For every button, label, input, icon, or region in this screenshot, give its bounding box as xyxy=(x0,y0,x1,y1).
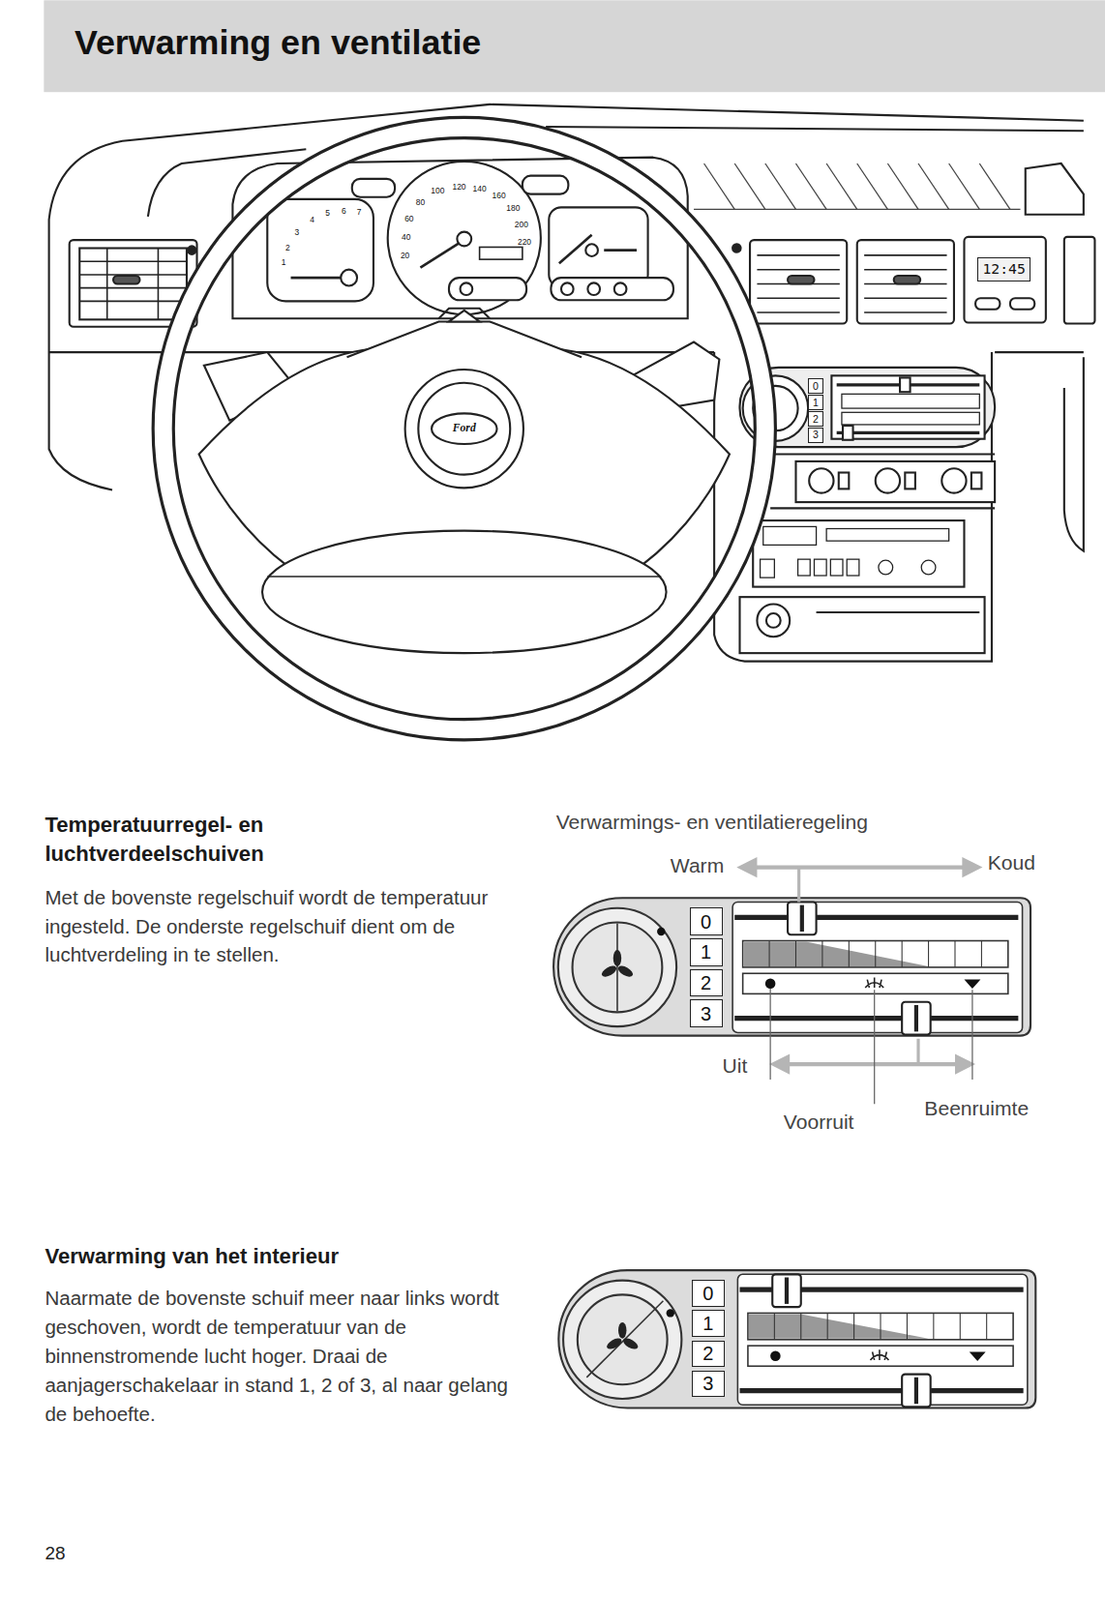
text-label: Uit xyxy=(722,1053,769,1078)
gauge-number: 80 xyxy=(399,197,441,208)
fan-speed-box: 2 xyxy=(691,1341,725,1368)
heater-panel xyxy=(558,1270,1036,1408)
logo-text: Ford xyxy=(444,421,485,436)
fan-speed-number: 0 xyxy=(812,381,819,392)
page-title: Verwarming en ventilatie xyxy=(74,22,481,64)
dashboard xyxy=(49,104,1096,741)
text-label: Verwarmings- en ventilatieregeling xyxy=(556,808,945,836)
text-label: Voorruit xyxy=(783,1109,896,1135)
text-label: Verwarming van het interieur xyxy=(44,1242,525,1272)
text-label: Naarmate de bovenste schuif meer naar li… xyxy=(44,1284,516,1431)
fan-speed-box: 0 xyxy=(689,907,723,935)
text-label: Beenruimte xyxy=(924,1096,1057,1121)
fan-speed-box: 2 xyxy=(689,969,723,997)
gauge-number: 20 xyxy=(385,250,426,261)
gauge-number: 40 xyxy=(386,232,427,242)
fan-speed-number: 2 xyxy=(700,973,712,993)
fan-speed-number: 2 xyxy=(702,1343,714,1364)
gauge-number: 220 xyxy=(504,237,545,247)
fan-speed-number: 2 xyxy=(812,414,819,425)
fan-speed-box: 3 xyxy=(691,1371,725,1398)
text-label: Met de bovenste regelschuif wordt de tem… xyxy=(44,883,522,970)
fan-speed-box: 1 xyxy=(689,938,723,966)
title-band xyxy=(43,0,1105,92)
clock-time: 12:45 xyxy=(982,262,1025,277)
text-label: Temperatuurregel- en luchtverdeelschuive… xyxy=(44,810,382,868)
fan-speed-number: 0 xyxy=(702,1284,714,1304)
fan-speed-box: 1 xyxy=(807,394,824,411)
text-label: Warm xyxy=(670,853,743,878)
gauge-number: 3 xyxy=(276,227,318,238)
text-label: Koud xyxy=(987,850,1060,875)
fan-speed-box: 3 xyxy=(807,427,824,444)
gauge-number: 100 xyxy=(417,185,458,196)
fan-speed-number: 0 xyxy=(700,912,712,932)
text-label: 28 xyxy=(44,1542,106,1565)
fan-speed-number: 3 xyxy=(812,429,819,441)
fan-speed-box: 2 xyxy=(807,411,824,427)
gauge-number: 1 xyxy=(263,257,304,268)
gauge-number: 7 xyxy=(338,207,380,217)
fan-speed-box: 0 xyxy=(691,1280,725,1307)
fan-speed-number: 1 xyxy=(812,397,819,409)
gauge-number: 2 xyxy=(267,242,308,253)
fan-speed-number: 3 xyxy=(700,1004,712,1024)
gauge-number: 200 xyxy=(501,219,542,230)
fan-speed-box: 0 xyxy=(807,378,824,394)
gauge-number: 160 xyxy=(478,190,520,201)
fan-speed-box: 1 xyxy=(691,1310,725,1337)
heater-panel xyxy=(553,897,1031,1036)
fan-speed-box: 3 xyxy=(689,999,723,1027)
clock-display: 12:45 xyxy=(977,257,1031,282)
fan-speed-number: 1 xyxy=(700,942,712,962)
gauge-number: 60 xyxy=(388,213,430,224)
gauge-number: 180 xyxy=(492,203,534,213)
fan-speed-number: 3 xyxy=(702,1373,714,1394)
leader-lines xyxy=(736,857,983,1105)
fan-speed-number: 1 xyxy=(702,1314,714,1334)
